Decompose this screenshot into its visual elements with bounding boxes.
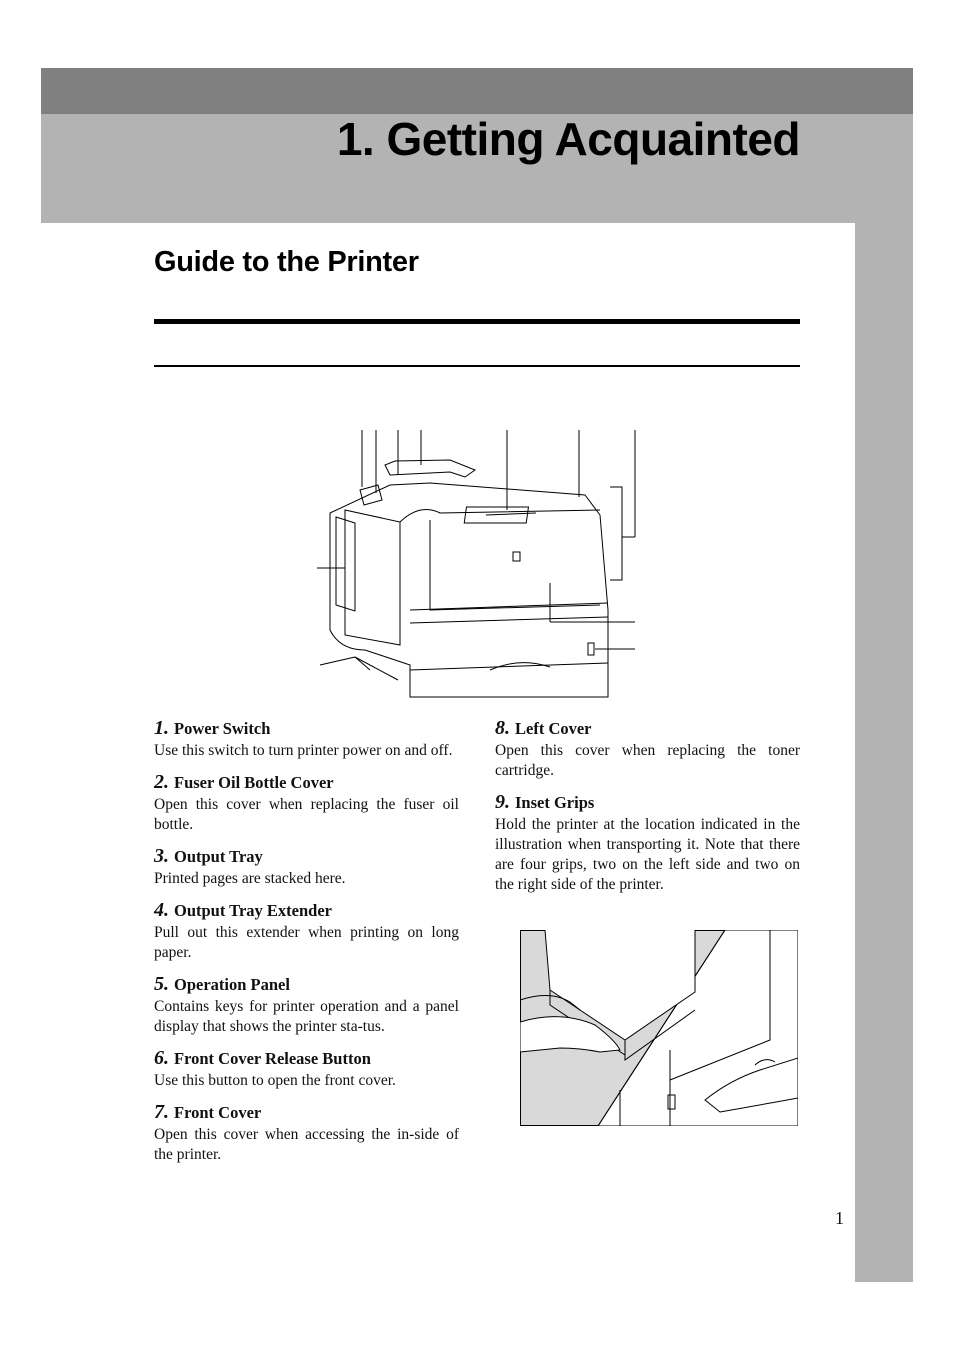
list-item: 3. Output Tray Printed pages are stacked … (154, 844, 459, 889)
item-title: Output Tray Extender (174, 901, 332, 920)
list-item: 4. Output Tray Extender Pull out this ext… (154, 898, 459, 963)
item-description: Printed pages are stacked here. (154, 870, 346, 887)
item-description: Open this cover when accessing the in-si… (154, 1126, 459, 1163)
list-item: 8. Left Cover Open this cover when replac… (495, 716, 800, 781)
item-description: Use this switch to turn printer power on… (154, 742, 453, 759)
item-title: Operation Panel (174, 975, 290, 994)
list-item: 2. Fuser Oil Bottle Cover Open this cover… (154, 770, 459, 835)
item-number: 8. (495, 717, 510, 739)
item-description: Pull out this extender when printing on … (154, 924, 459, 961)
section-rule-thin (154, 365, 800, 367)
chapter-title: 1. Getting Acquainted (336, 113, 801, 165)
item-description: Contains keys for printer operation and … (154, 998, 459, 1035)
item-number: 2. (154, 771, 169, 793)
section-rule-thick (154, 319, 800, 324)
list-item: 9. Inset Grips Hold the printer at the lo… (495, 790, 800, 895)
chapter-side-tab (855, 223, 913, 1282)
item-list-right: 8. Left Cover Open this cover when replac… (495, 716, 800, 904)
list-item: 7. Front Cover Open this cover when acces… (154, 1100, 459, 1165)
list-item: 6. Front Cover Release Button Use this bu… (154, 1046, 459, 1091)
item-list-left: 1. Power Switch Use this switch to turn p… (154, 716, 459, 1174)
hands-lifting-printer-illustration (520, 930, 798, 1126)
item-title: Power Switch (174, 719, 271, 738)
item-number: 4. (154, 899, 169, 921)
item-title: Front Cover Release Button (174, 1049, 371, 1068)
item-description: Hold the printer at the location indicat… (495, 816, 800, 893)
item-title: Left Cover (515, 719, 592, 738)
item-number: 9. (495, 791, 510, 813)
item-number: 7. (154, 1101, 169, 1123)
printer-front-illustration (317, 430, 636, 698)
chapter-header-dark-band (41, 68, 913, 114)
item-title: Inset Grips (515, 793, 595, 812)
section-title: Guide to the Printer (154, 246, 419, 278)
page-number: 1 (835, 1208, 844, 1228)
item-description: Use this button to open the front cover. (154, 1072, 396, 1089)
list-item: 5. Operation Panel Contains keys for prin… (154, 972, 459, 1037)
list-item: 1. Power Switch Use this switch to turn p… (154, 716, 459, 761)
item-title: Front Cover (174, 1103, 262, 1122)
item-title: Output Tray (174, 847, 263, 866)
item-number: 5. (154, 973, 169, 995)
item-number: 3. (154, 845, 169, 867)
chapter-header-band (41, 114, 913, 223)
item-number: 1. (154, 717, 169, 739)
item-title: Fuser Oil Bottle Cover (174, 773, 334, 792)
item-number: 6. (154, 1047, 169, 1069)
item-description: Open this cover when replacing the fuser… (154, 796, 459, 833)
item-description: Open this cover when replacing the toner… (495, 742, 800, 779)
